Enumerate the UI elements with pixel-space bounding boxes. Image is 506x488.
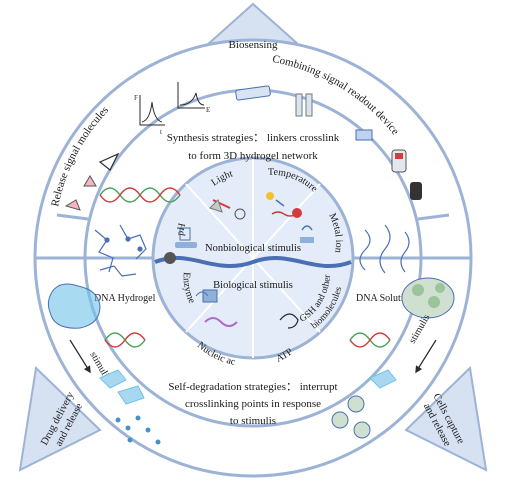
metal-ion-icon [300,225,314,243]
label-dna-solution: DNA Solution [356,293,414,304]
atp-icon [279,313,299,329]
released-cells [331,369,397,439]
divider-outer-upper-right [417,213,450,221]
divider-outer-upper-left [56,213,89,221]
readout-devices [235,85,422,200]
center-ball [164,252,176,264]
triangle-right [404,365,488,472]
cell-cluster-right [401,277,455,319]
nucleic-acid-icon [204,317,238,327]
dna-helix-lower-right [349,332,391,348]
label-nonbiological: Nonbiological stimulis [205,243,301,254]
release-signal-icons [64,152,120,211]
inner-sector-dividers [185,158,321,358]
center-wave [154,256,352,268]
degradation-line1: Self-degradation strategies： interrupt [168,381,337,393]
ring-dividers [36,213,470,260]
mini-label-t: t [160,128,162,136]
mini-label-e: E [206,106,210,114]
released-particles [99,369,161,445]
dna-helix-lower-left [104,332,146,348]
label-dna-hydrogel: DNA Hydrogel [94,293,156,304]
degradation-line3: to stimulis [230,415,276,427]
synthesis-line1: Synthesis strategies： linkers crosslink [167,132,340,144]
stimulus-icons [175,192,314,329]
hydrogel-blob-left [47,283,101,329]
dna-helix-left [99,187,181,203]
temperature-icon [266,192,302,218]
dna-solution-network [359,224,410,274]
label-biological: Biological stimulis [213,280,293,291]
synthesis-line2: to form 3D hydrogel network [188,150,318,162]
label-biosensing: Biosensing [229,39,278,51]
light-icon [209,199,246,220]
enzyme-icon [195,289,218,303]
dna-hydrogel-network [94,224,147,277]
triangle-left [18,365,102,472]
signal-graphs [139,82,205,126]
ph-icon [175,227,197,248]
degradation-line2: crosslinking points in response [185,398,321,410]
mini-label-f: F [134,94,138,102]
label-ph: pH [175,222,188,236]
